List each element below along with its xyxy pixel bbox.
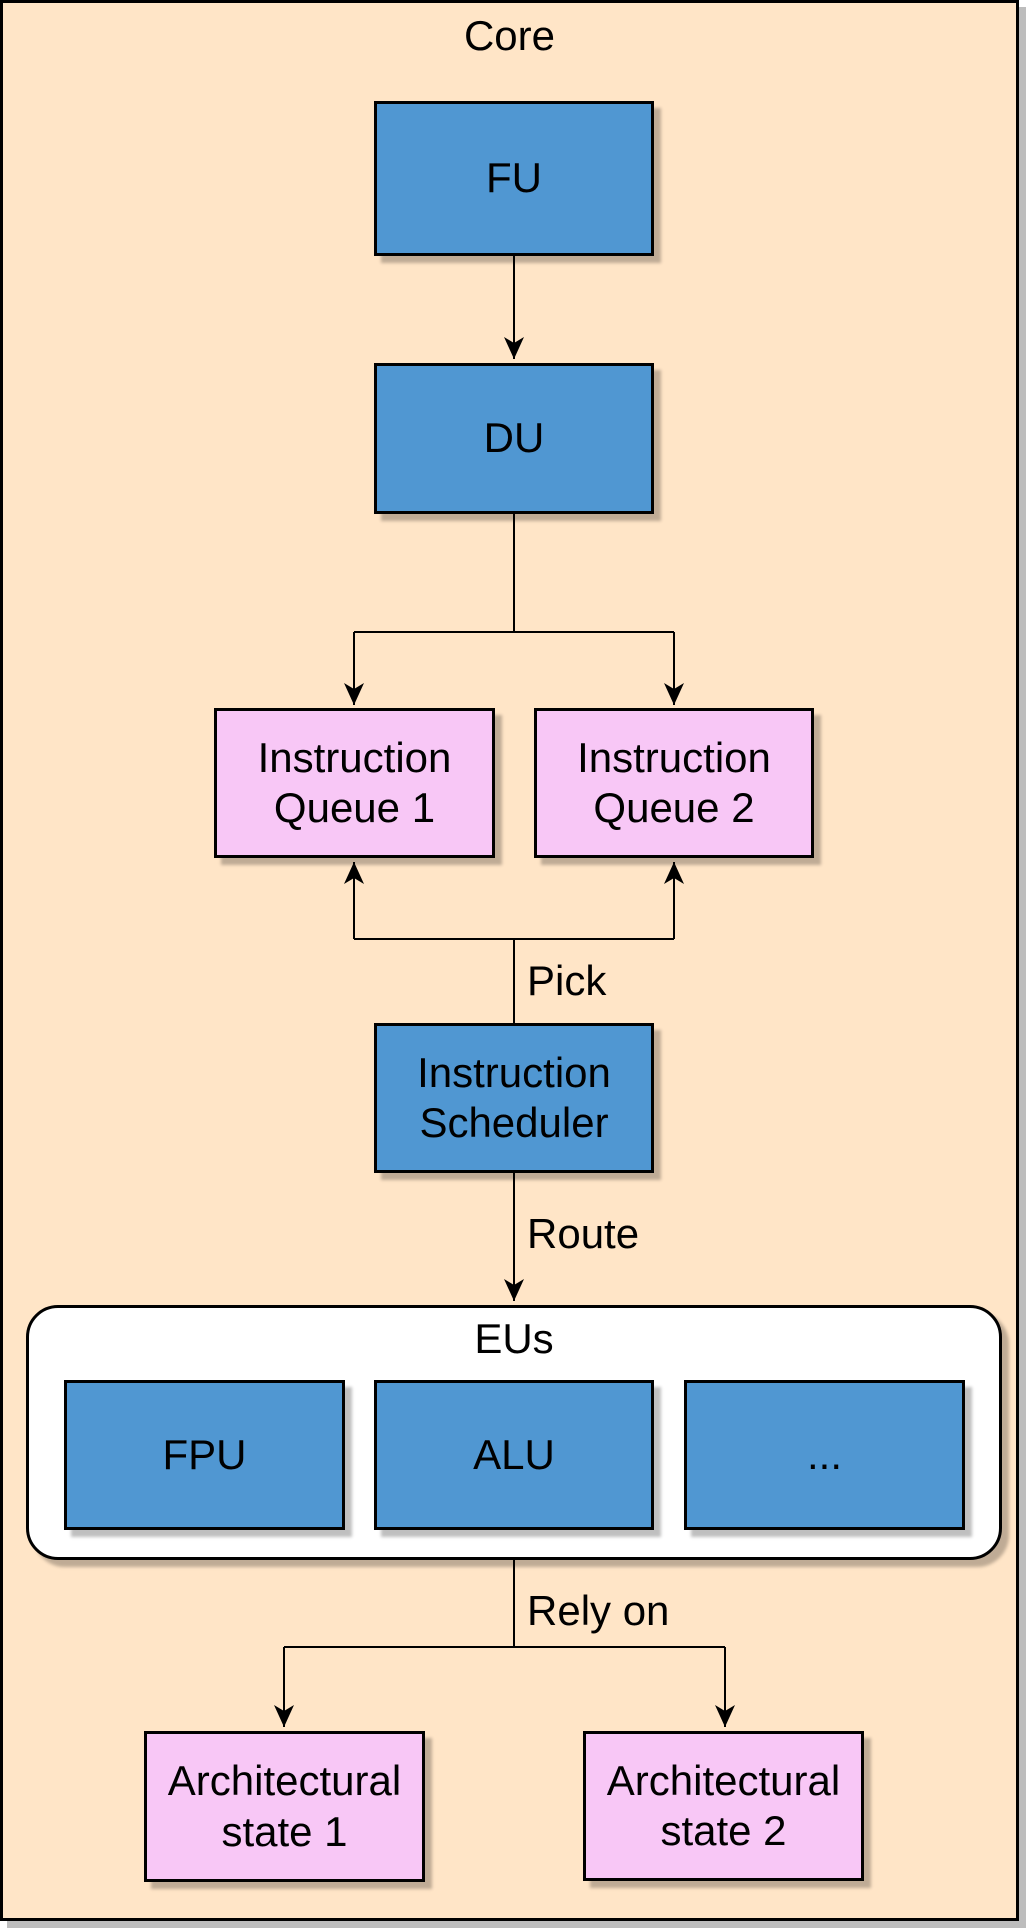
alu-node: ALU <box>374 1380 654 1530</box>
edge-label-rely-on: Rely on <box>527 1587 670 1634</box>
instruction-scheduler-node: Instruction Scheduler <box>374 1023 654 1173</box>
instruction-queue-2-node: Instruction Queue 2 <box>534 708 814 858</box>
instruction-queue-1-label: Instruction Queue 1 <box>257 733 452 831</box>
core-title: Core <box>463 12 556 59</box>
fpu-label: FPU <box>162 1430 247 1478</box>
du-node: DU <box>374 363 654 514</box>
instruction-queue-1-node: Instruction Queue 1 <box>214 708 495 858</box>
edge-label-pick: Pick <box>527 957 607 1004</box>
eus-title: EUs <box>474 1315 554 1362</box>
more-eus-node: ... <box>684 1380 965 1530</box>
alu-label: ALU <box>473 1430 555 1478</box>
architectural-state-2-node: Architectural state 2 <box>583 1731 864 1881</box>
more-eus-label: ... <box>806 1430 842 1478</box>
instruction-scheduler-label: Instruction Scheduler <box>417 1048 611 1146</box>
fu-node: FU <box>374 101 654 256</box>
architectural-state-1-label: Architectural state 1 <box>167 1757 402 1855</box>
du-label: DU <box>483 414 545 462</box>
edge-label-route: Route <box>527 1210 640 1257</box>
instruction-queue-2-label: Instruction Queue 2 <box>577 733 771 831</box>
fpu-node: FPU <box>64 1380 345 1530</box>
architectural-state-2-label: Architectural state 2 <box>606 1756 841 1854</box>
architectural-state-1-node: Architectural state 1 <box>144 1731 425 1882</box>
fu-label: FU <box>486 154 542 202</box>
connectors-layer <box>274 256 735 1727</box>
